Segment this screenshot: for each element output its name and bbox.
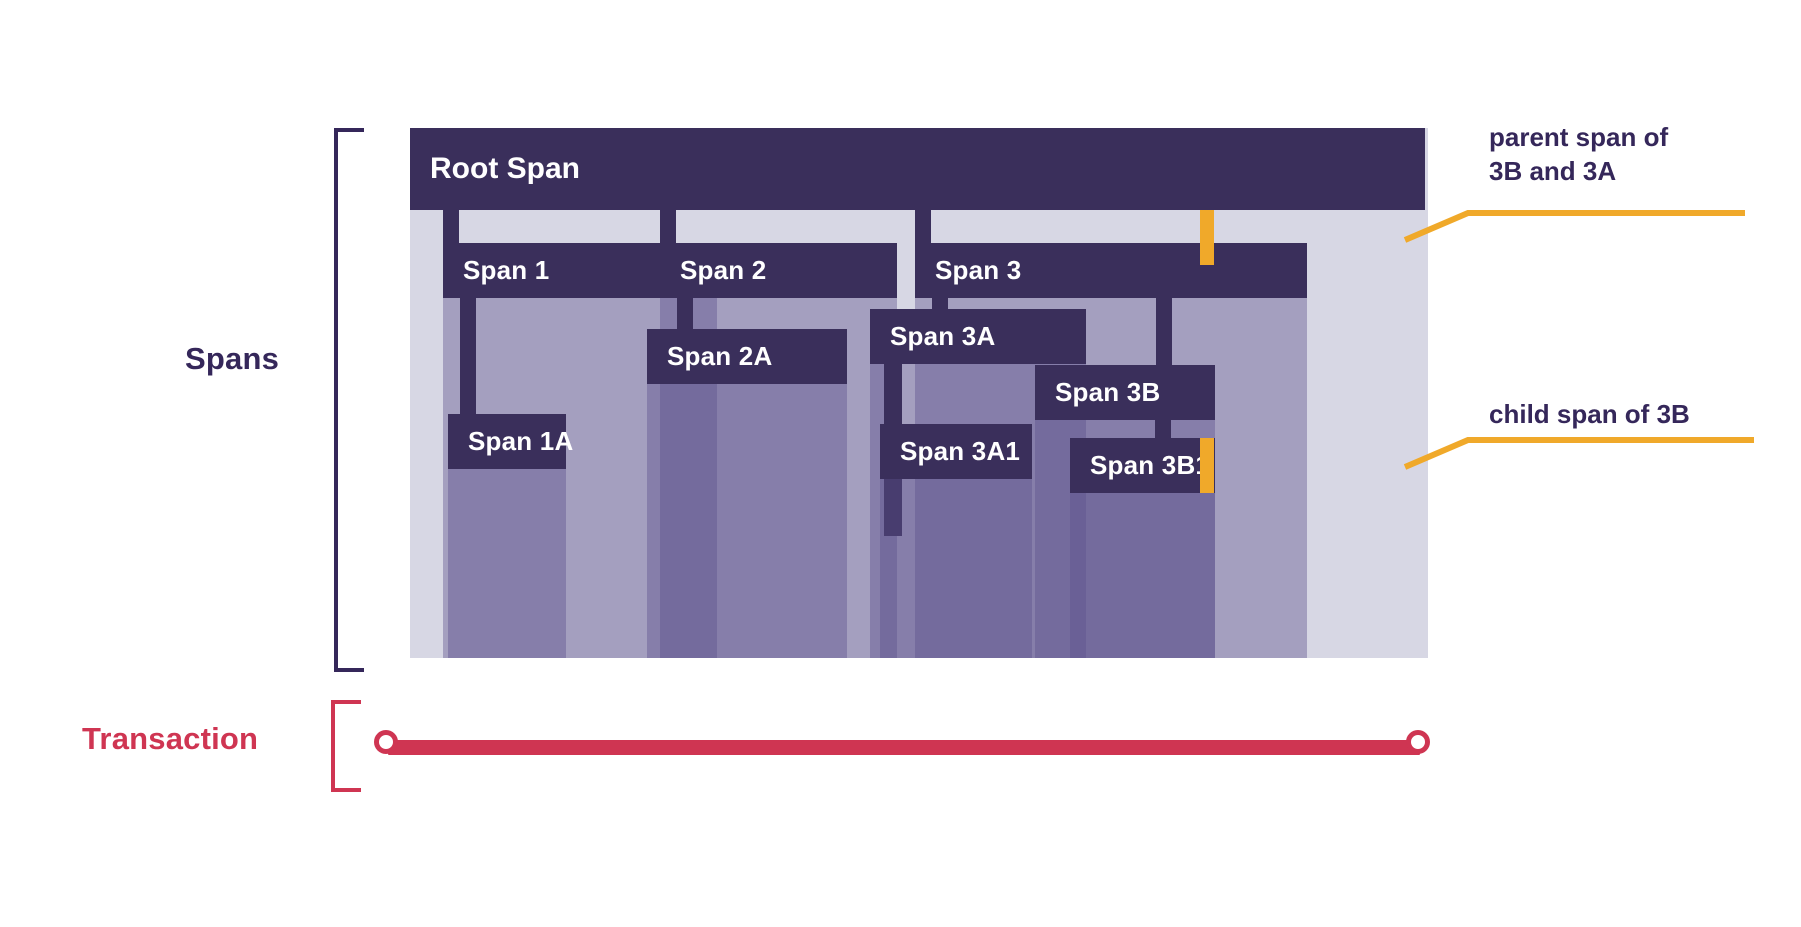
callout-parent-line — [1403, 210, 1745, 243]
span-3a1-body — [880, 479, 1032, 658]
marker-span3-end — [1200, 210, 1214, 265]
span-2a[interactable]: Span 2A — [647, 329, 847, 658]
connector-span1-to-span1a — [460, 298, 476, 430]
span-3a-bar: Span 3A — [870, 309, 1086, 364]
span-3a1-label: Span 3A1 — [900, 436, 1021, 466]
span-2a-label: Span 2A — [667, 341, 773, 371]
marker-span3b1-end — [1200, 438, 1214, 493]
connector-root-to-span3 — [915, 210, 931, 243]
span-3b-label: Span 3B — [1055, 377, 1161, 407]
span-1a-label: Span 1A — [468, 426, 574, 456]
connector-root-to-span1 — [443, 210, 459, 243]
callout-parent-label: parent span of 3B and 3A — [1489, 122, 1669, 186]
spans-group-label: Spans — [185, 341, 280, 376]
callout-child-label: child span of 3B — [1489, 399, 1690, 430]
transaction-start-dot — [374, 728, 402, 766]
span-root-label: Root Span — [430, 152, 580, 185]
span-1-label: Span 1 — [463, 255, 550, 285]
span-1a-bar: Span 1A — [448, 414, 573, 469]
span-1a-body — [448, 469, 566, 658]
span-1a[interactable]: Span 1A — [448, 414, 573, 658]
transaction-group-label: Transaction — [82, 721, 259, 756]
span-3a1-bar: Span 3A1 — [880, 424, 1032, 479]
span-2a-bar: Span 2A — [647, 329, 847, 384]
span-3b1-label: Span 3B1 — [1090, 450, 1211, 480]
spans-panel: Root Span Span 1 Span 1A Span 2 — [410, 128, 1428, 658]
transaction-end-dot — [1406, 728, 1434, 766]
connector-span3-to-span3b — [1156, 298, 1172, 386]
span-2-label: Span 2 — [680, 255, 767, 285]
span-3a1[interactable]: Span 3A1 — [880, 424, 1032, 658]
span-2a-body — [647, 384, 847, 658]
span-3b1-bar: Span 3B1 — [1070, 438, 1215, 493]
span-3b1-body — [1070, 493, 1215, 658]
transaction-line — [388, 740, 1420, 755]
transaction-bar[interactable] — [374, 728, 1434, 768]
span-3a-label: Span 3A — [890, 321, 996, 351]
span-3b1[interactable]: Span 3B1 — [1070, 438, 1215, 658]
transaction-bracket — [331, 700, 361, 792]
span-3-bar: Span 3 — [915, 243, 1307, 298]
spans-bracket — [334, 128, 364, 672]
span-root[interactable]: Root Span — [410, 128, 1425, 210]
span-3-label: Span 3 — [935, 255, 1022, 285]
connector-root-to-span2 — [660, 210, 676, 243]
span-3b-bar: Span 3B — [1035, 365, 1215, 420]
span-2-bar: Span 2 — [660, 243, 897, 298]
callout-child-line — [1403, 437, 1754, 470]
